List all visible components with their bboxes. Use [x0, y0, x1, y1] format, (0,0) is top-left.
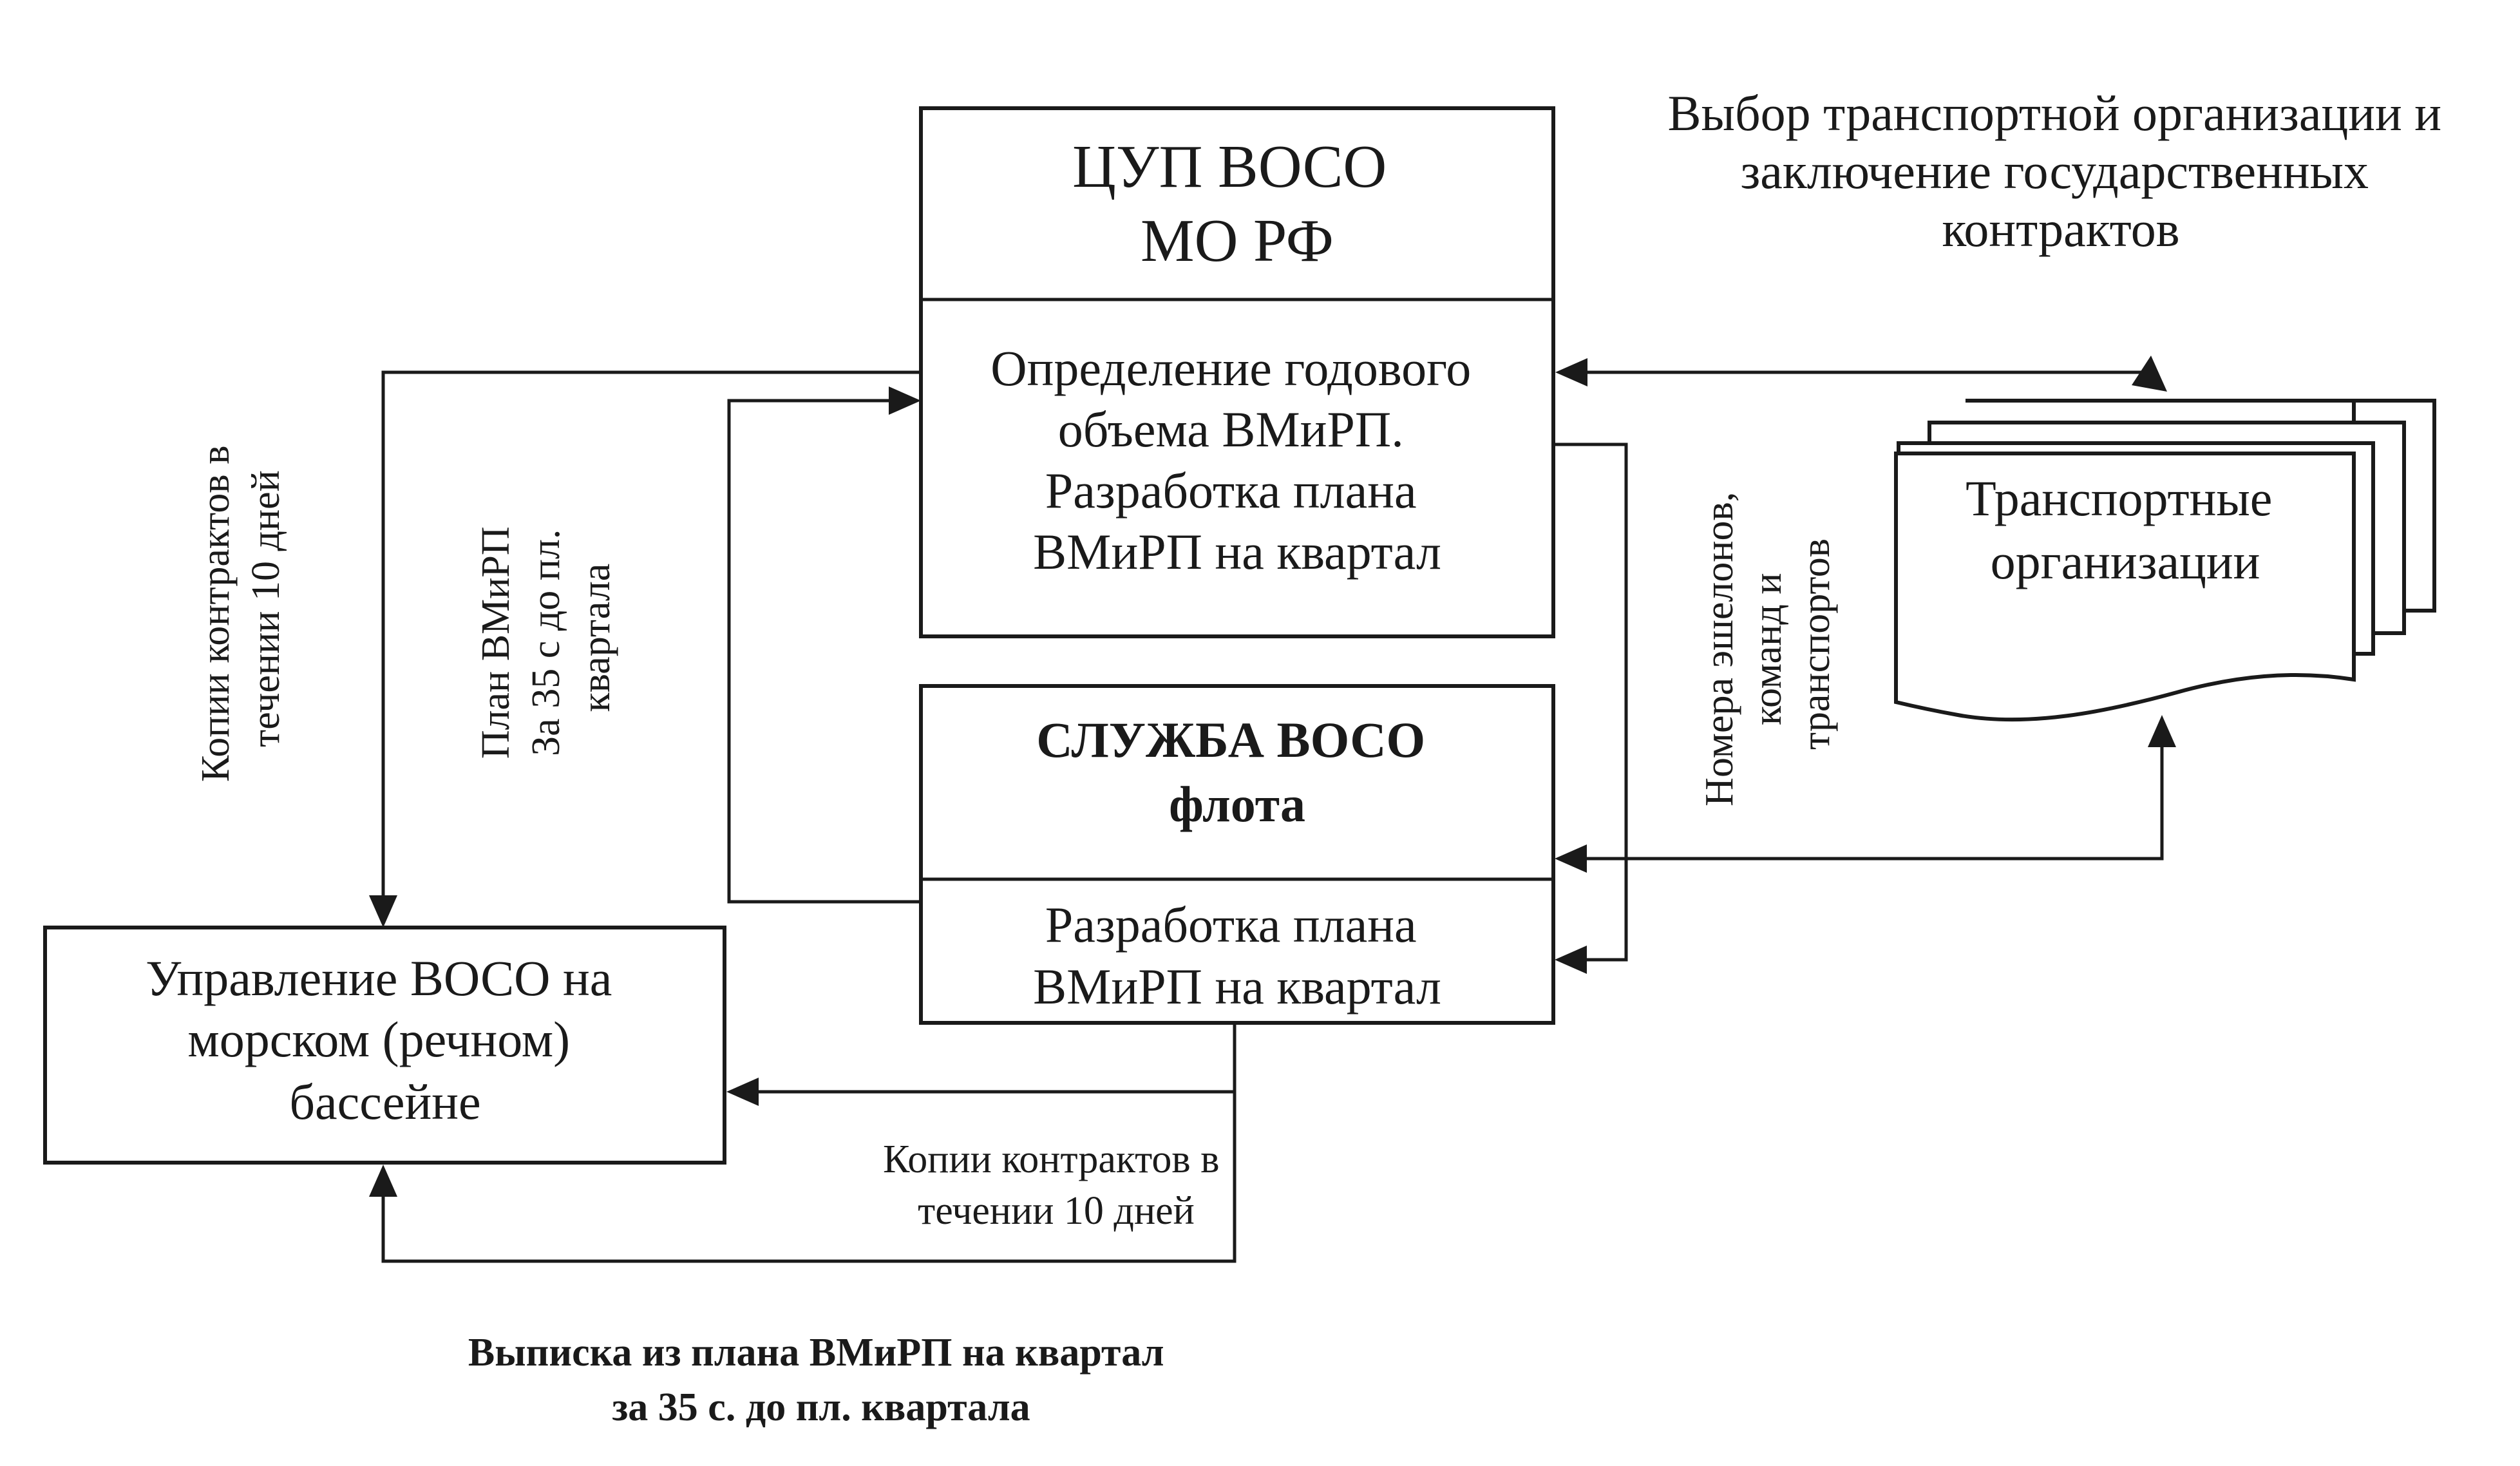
sluzhba-voso-box: СЛУЖБА ВОСО флота Разработка плана ВМиРП… — [919, 684, 1555, 1025]
tsup-box-frame — [919, 106, 1555, 638]
connectors — [369, 356, 2176, 1263]
transport-to-sluzhba-line — [1579, 739, 2164, 861]
tsup-to-upravlenie-line — [381, 370, 921, 902]
upravlenie-voso-box: Управление ВОСО на морском (речном) басс… — [43, 926, 726, 1165]
tsup-voso-box: ЦУП ВОСО МО РФ Определение годового объе… — [919, 106, 1555, 638]
sluzhba-to-tsup-line — [727, 399, 921, 904]
sluzhba-body-text: Разработка плана ВМиРП на квартал — [1033, 897, 1441, 1014]
arrowhead-up-transport — [2148, 715, 2176, 747]
vypiska-line — [381, 1092, 1236, 1263]
transport-orgs-label: Транспортные организации — [1966, 470, 2285, 589]
arrowhead-left-upravlenie — [726, 1078, 759, 1106]
sluzhba-to-upravlenie-line — [750, 1023, 1236, 1094]
vypiska-label: Выписка из плана ВМиРП на квартал за 35 … — [468, 1331, 1174, 1429]
kopii-left-label: Копии контрактов в течении 10 дней — [194, 435, 288, 782]
sluzhba-box-frame — [919, 684, 1555, 1025]
arrowhead-left-sluzhba-bottom — [1555, 946, 1587, 974]
arrowhead-up-upravlenie — [369, 1165, 397, 1197]
tsup-title: ЦУП ВОСО МО РФ — [1072, 133, 1402, 274]
vybor-label: Выбор транспортной организации и заключе… — [1668, 85, 2454, 257]
arrowhead-left-sluzhba-top — [1555, 844, 1587, 873]
upravlenie-text: Управление ВОСО на морском (речном) басс… — [146, 950, 625, 1130]
arrowhead-down-upravlenie — [369, 895, 397, 928]
arrowhead-right-tsup — [889, 386, 921, 415]
arrowhead-to-transport — [2132, 356, 2167, 392]
doc-sheet-front — [1894, 452, 2356, 722]
sluzhba-title: СЛУЖБА ВОСО флота — [1036, 712, 1437, 832]
transport-organizations-stack: Транспортные организации — [1894, 399, 2436, 722]
tsup-to-sluzhba-line — [1553, 443, 1628, 962]
upravlenie-box-frame — [43, 926, 726, 1165]
kopii-bottom-label: Копии контрактов в течении 10 дней — [883, 1138, 1229, 1233]
plan-vmirp-label: План ВМиРП За 35 с до пл. квартала — [474, 517, 618, 759]
tsup-body-text: Определение годового объема ВМиРП. Разра… — [990, 340, 1483, 580]
arrowhead-left-tsup — [1555, 358, 1587, 386]
nomera-label: Номера эшелонов, команд и транспортов — [1698, 482, 1838, 806]
